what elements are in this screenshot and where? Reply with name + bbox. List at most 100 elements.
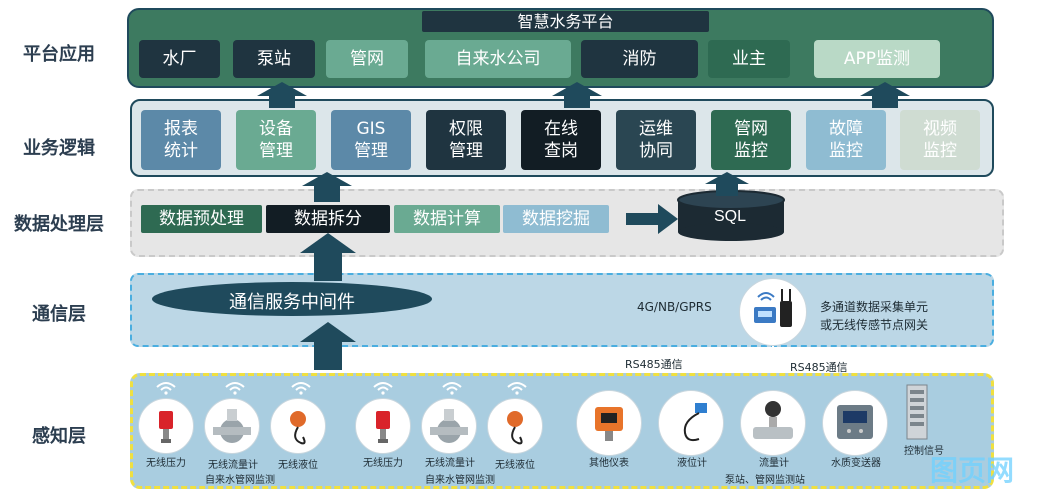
data-item-split[interactable]: 数据拆分 [266,205,390,233]
device-level-2 [487,398,543,454]
platform-item-water-plant[interactable]: 水厂 [139,40,220,78]
wifi-icon [291,382,311,395]
rs485-right-label: RS485通信 [790,361,848,374]
layer-label-business: 业务逻辑 [23,138,95,159]
level-meter-icon [683,403,707,442]
platform-item-app-monitor[interactable]: APP监测 [814,40,940,78]
business-item-gis-l1: GIS [356,119,386,139]
arrow-right-sql [626,204,678,234]
device-label: 液位计 [677,458,707,469]
sql-database-icon [677,190,785,241]
platform-item-water-company[interactable]: 自来水公司 [425,40,571,78]
device-pressure-1 [138,398,194,454]
arrow-up-comm [300,233,356,281]
watermark-logo: 图页网 [928,452,1032,487]
arrow-up-sense [300,322,356,370]
layer-label-platform: 平台应用 [23,44,95,65]
business-item-device-l1: 设备 [259,119,293,139]
middleware-label: 通信服务中间件 [229,292,355,313]
data-item-preprocess[interactable]: 数据预处理 [141,205,262,233]
device-pressure-2 [355,398,411,454]
device-flowmeter-1 [204,398,260,454]
business-item-pipe-monitor-l2: 监控 [734,141,768,161]
device-label: 水质变送器 [831,458,881,469]
business-item-ops-l1: 运维 [639,119,673,139]
sql-label: SQL [713,208,746,225]
device-label: 无线压力 [146,458,186,469]
arrow-up-pump [257,82,307,108]
device-label: 无线流量计 [425,458,475,469]
business-item-gis-l2: 管理 [354,141,388,161]
group-caption: 自来水管网监测 [205,475,275,486]
wifi-icon [156,382,176,395]
group-caption: 自来水管网监测 [425,475,495,486]
business-item-device[interactable]: 设备 管理 [236,110,316,170]
business-item-video-monitor-l1: 视频 [923,119,957,139]
business-item-permission[interactable]: 权限 管理 [426,110,506,170]
arrow-up-sql [705,172,749,196]
platform-item-fire[interactable]: 消防 [581,40,698,78]
device-label: 控制信号 [904,446,944,457]
rs485-left-label: RS485通信 [625,358,683,371]
business-item-video-monitor-l2: 监控 [923,141,957,161]
device-label: 流量计 [759,458,789,469]
business-item-online-check-l1: 在线 [544,119,578,139]
platform-item-pump-station[interactable]: 泵站 [233,40,315,78]
business-item-ops-l2: 协同 [639,141,673,161]
business-item-report[interactable]: 报表 统计 [141,110,221,170]
middleware-ellipse[interactable] [152,282,432,316]
data-item-compute[interactable]: 数据计算 [394,205,500,233]
device-flowmeter-2 [421,398,477,454]
device-label: 无线液位 [495,460,535,471]
device-flow-meter [740,390,806,456]
device-label: 无线流量计 [208,460,258,471]
level-sensor-icon [290,411,306,445]
platform-item-owner[interactable]: 业主 [708,40,790,78]
platform-item-pipe-network[interactable]: 管网 [326,40,408,78]
device-label: 其他仪表 [589,458,629,469]
device-label: 无线压力 [363,458,403,469]
device-water-quality [822,390,888,456]
business-item-report-l1: 报表 [164,119,198,139]
business-item-permission-l2: 管理 [449,141,483,161]
data-item-mining[interactable]: 数据挖掘 [503,205,609,233]
wifi-icon [225,382,245,395]
level-sensor-icon [507,411,523,445]
arrow-up-app [860,82,910,108]
business-item-pipe-monitor[interactable]: 管网 监控 [711,110,791,170]
device-level-1 [270,398,326,454]
business-item-permission-l1: 权限 [449,119,483,139]
business-item-report-l2: 统计 [164,141,198,161]
business-item-gis[interactable]: GIS 管理 [331,110,411,170]
watermark-emblem: 图页网 [930,454,1014,487]
gateway-label-line1: 多通道数据采集单元 [820,300,929,314]
flowmeter-icon [430,409,468,443]
control-cabinet-icon [906,384,928,440]
layer-label-sense: 感知层 [32,426,86,447]
business-item-ops[interactable]: 运维 协同 [616,110,696,170]
arrow-up-data-split [302,172,352,202]
arrow-up-water-company [552,82,602,108]
wifi-icon [373,382,393,395]
network-label: 4G/NB/GPRS [637,300,712,314]
wifi-icon [507,382,527,395]
wifi-icon [442,382,462,395]
business-item-online-check-l2: 查岗 [544,141,578,161]
pressure-sensor-icon [159,411,173,443]
device-other-meter [576,390,642,456]
business-item-fault-monitor-l2: 监控 [829,141,863,161]
gateway-label-line2: 或无线传感节点网关 [820,318,929,332]
group-caption: 泵站、管网监测站 [725,475,805,486]
svg-text:图页网: 图页网 [930,454,1014,486]
gateway-icon [754,289,792,327]
gateway-device [739,278,807,346]
water-quality-icon [837,405,873,439]
business-item-online-check[interactable]: 在线 查岗 [521,110,601,170]
business-item-video-monitor[interactable]: 视频 监控 [900,110,980,170]
device-level-meter [658,390,724,456]
pressure-sensor-icon [376,411,390,443]
flowmeter-icon [213,409,251,443]
business-item-fault-monitor[interactable]: 故障 监控 [806,110,886,170]
business-item-device-l2: 管理 [259,141,293,161]
flowmeter-icon [753,401,793,439]
